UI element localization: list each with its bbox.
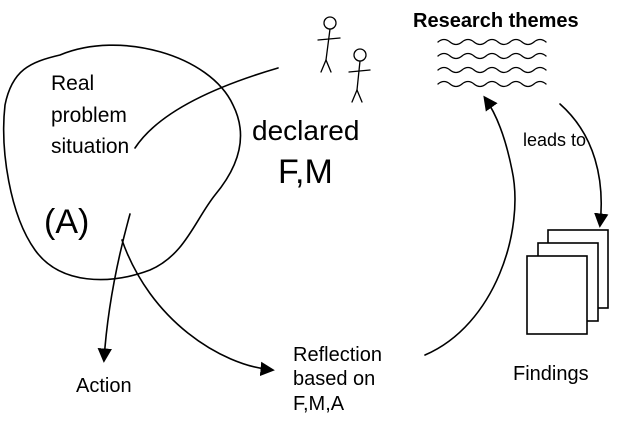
findings-label: Findings (513, 363, 589, 385)
real-problem-label-line1: Real (51, 72, 94, 95)
leads-to-label: leads to (523, 130, 586, 150)
reflection-label-line3: F,M,A (293, 393, 345, 415)
reflection-label-line1: Reflection (293, 344, 382, 366)
stick-figure-icon (348, 48, 371, 103)
reflection-arrow (121, 239, 275, 377)
declared-label: declared (252, 115, 359, 146)
stick-figure-icon (317, 16, 341, 73)
fm-label: F,M (278, 153, 333, 191)
a-marker-label: (A) (44, 203, 89, 241)
real-problem-label-line2: problem (51, 104, 127, 127)
real-problem-label-line3: situation (51, 135, 129, 158)
leads-to-arrow (559, 103, 609, 228)
research-themes-squiggles (437, 38, 547, 88)
problem-situation-outline (2, 44, 242, 281)
action-label: Action (76, 375, 132, 397)
research-themes-title: Research themes (413, 10, 579, 32)
findings-documents-icon (526, 229, 609, 335)
action-arrow (97, 213, 131, 363)
worldview-line (134, 67, 279, 149)
reflection-to-themes-arrow (424, 95, 516, 356)
reflection-label-line2: based on (293, 368, 375, 390)
